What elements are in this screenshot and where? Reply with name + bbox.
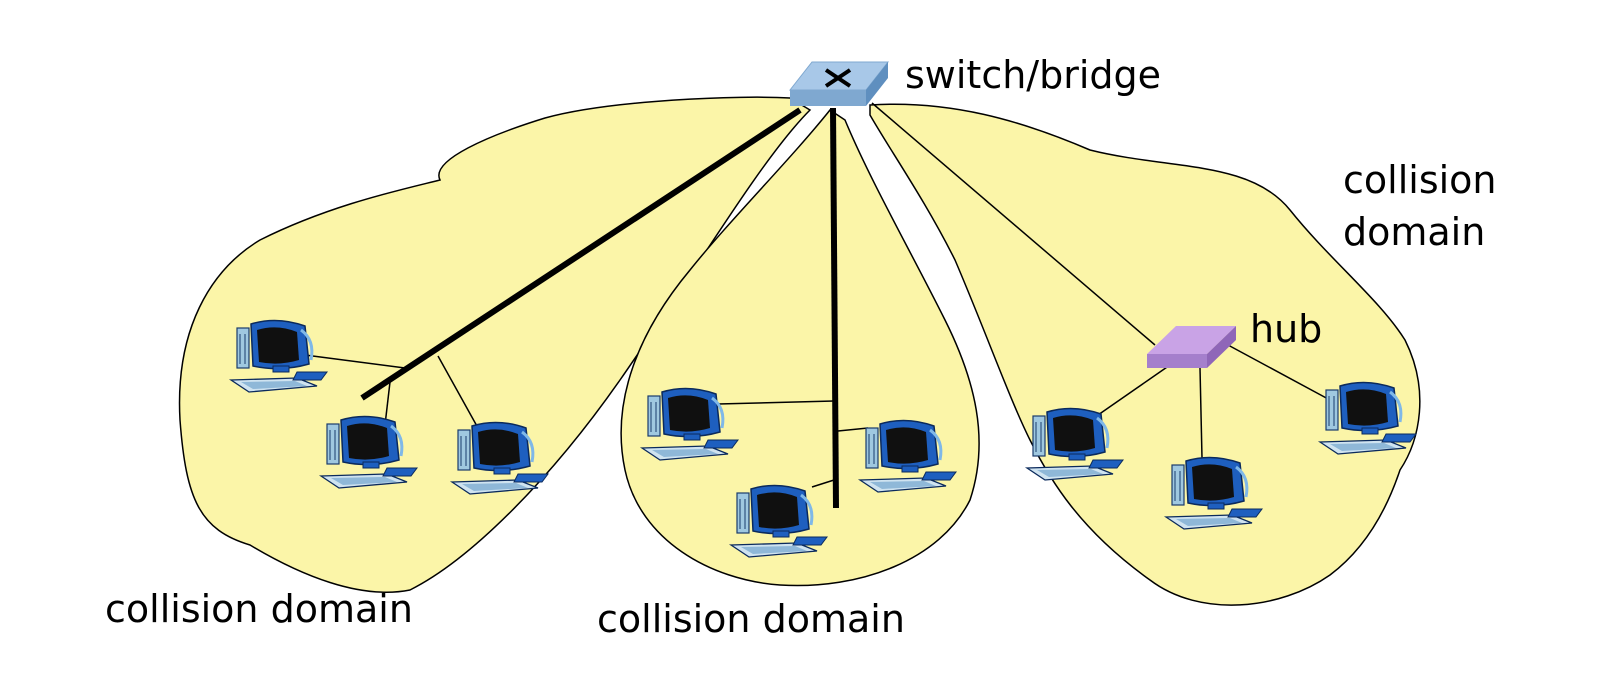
collision-domain-left-region xyxy=(178,96,812,593)
link-middle-pc1 xyxy=(717,400,835,405)
collision-domain-right-label-line1: collision xyxy=(1343,158,1497,202)
link-switch-hub xyxy=(871,102,1156,346)
link-hub-pc2 xyxy=(1199,367,1203,459)
link-switch-left-bus xyxy=(360,107,802,401)
link-left-pc3 xyxy=(437,355,479,429)
link-left-pc1 xyxy=(304,354,406,369)
link-middle-pc2 xyxy=(837,427,869,432)
switch-label: switch/bridge xyxy=(905,53,1161,97)
hub-icon xyxy=(1147,326,1236,368)
link-middle-pc3 xyxy=(811,479,835,488)
link-hub-pc3 xyxy=(1227,344,1331,401)
switch-icon xyxy=(788,61,890,106)
hub-label: hub xyxy=(1250,307,1322,351)
link-switch-middle-bus xyxy=(830,107,839,509)
link-hub-pc1 xyxy=(1097,364,1171,416)
collision-domain-left-label: collision domain xyxy=(105,587,413,631)
collision-domain-middle-label: collision domain xyxy=(597,597,905,641)
collision-domain-right-region xyxy=(869,103,1421,606)
link-left-pc2 xyxy=(384,381,391,426)
collision-domain-right-label-line2: domain xyxy=(1343,210,1485,254)
